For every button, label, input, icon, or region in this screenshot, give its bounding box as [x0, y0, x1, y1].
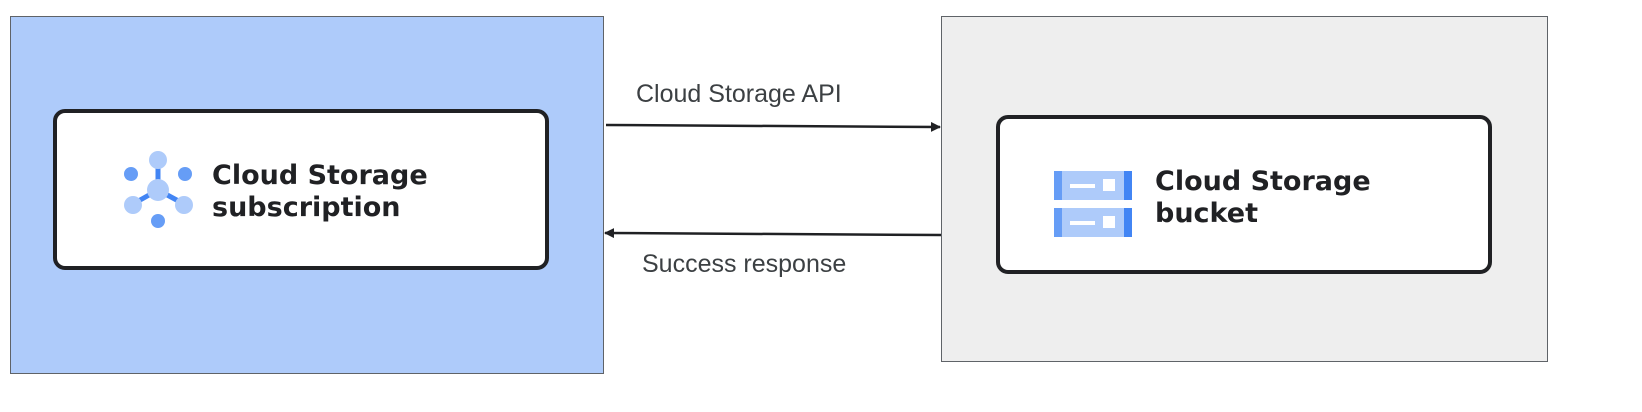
response-label: Success response	[642, 250, 847, 278]
title-line: Cloud Storage	[212, 160, 428, 191]
title-line: subscription	[212, 192, 401, 223]
subscription-title: Cloud Storage subscription	[212, 160, 428, 224]
storage-bucket-icon	[1054, 171, 1132, 237]
request-label: Cloud Storage API	[636, 80, 842, 108]
response-arrow	[604, 228, 942, 239]
pubsub-hub-icon	[124, 151, 193, 228]
request-arrow	[605, 121, 941, 132]
title-line: bucket	[1155, 198, 1259, 229]
title-line: Cloud Storage	[1155, 166, 1371, 197]
bucket-title: Cloud Storage bucket	[1155, 166, 1371, 230]
subscription-node	[53, 109, 549, 270]
